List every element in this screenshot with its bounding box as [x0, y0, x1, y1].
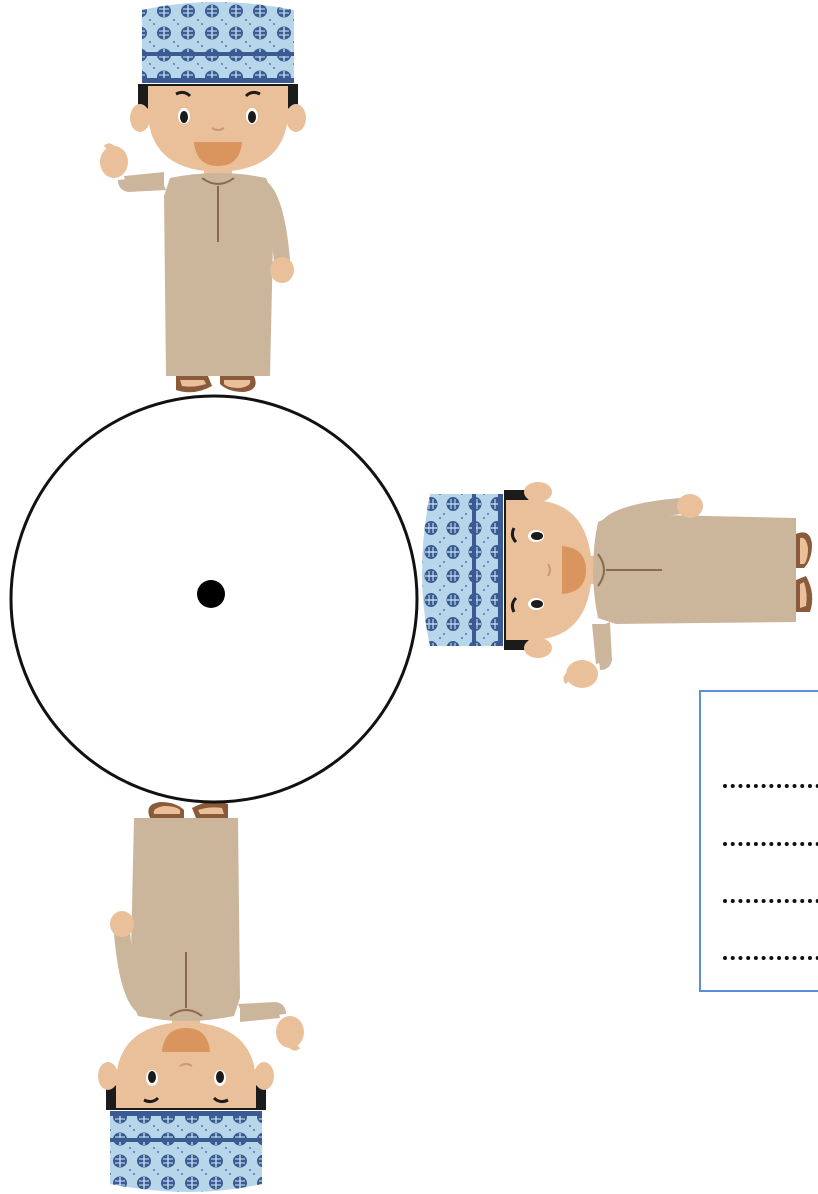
answer-box	[699, 690, 818, 992]
answer-line-2[interactable]	[723, 838, 818, 846]
boy-bottom	[98, 802, 304, 1192]
answer-line-3[interactable]	[723, 895, 818, 903]
answer-line-4[interactable]	[723, 952, 818, 960]
answer-line-1[interactable]	[723, 780, 818, 788]
boy-top	[100, 2, 306, 392]
boy-right	[422, 482, 812, 688]
center-dot	[197, 580, 225, 608]
